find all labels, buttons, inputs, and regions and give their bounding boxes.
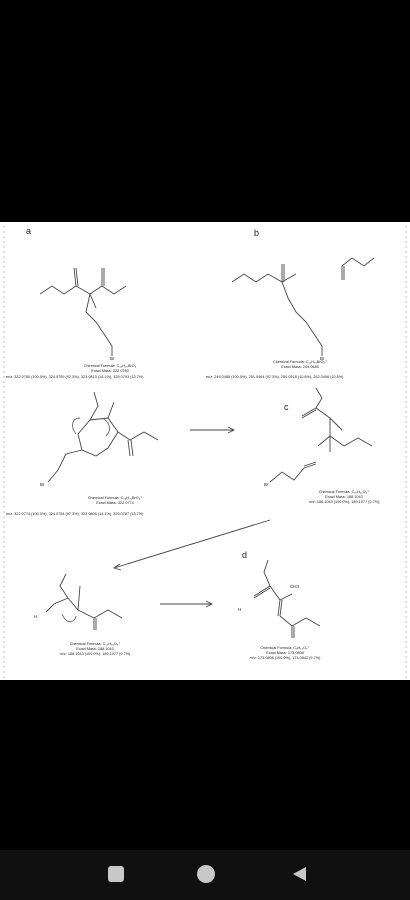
mz-d: m/z: 173.0808 (100.0%), 174.0842 (9.7%): [249, 656, 321, 660]
atom-br-a: Br: [110, 356, 115, 361]
formula-c: Chemical Formula: C₁₀H₁₆O₃⁺: [318, 490, 370, 494]
mass-left-bottom: Exact Mass: 188.1043: [76, 647, 114, 651]
mz-intermediate: m/z: 322.0774 (100.0%), 324.0754 (97.3%)…: [6, 512, 144, 516]
square-icon: [108, 866, 124, 882]
formula-intermediate: Chemical Formula: C₁₄H₂₃BrO₄⁺: [87, 496, 143, 500]
atom-br-intermediate: Br: [40, 482, 45, 487]
formula-left-bottom: Chemical Formula: C₁₀H₁₆O₃⁺: [69, 642, 121, 646]
molecule-c: [269, 387, 373, 483]
panel-label-b: b: [254, 228, 260, 238]
mz-a: m/z: 322.0780 (100.0%), 324.0759 (97.3%)…: [6, 375, 144, 379]
molecule-left-bottom: [45, 573, 123, 630]
info-intermediate: Chemical Formula: C₁₄H₂₃BrO₄⁺ Exact Mass…: [50, 496, 180, 506]
reaction-scheme-sheet: a b c d Br Br Br Br H CH3 H Chemical For…: [0, 222, 410, 680]
reaction-arrow-2: [112, 519, 271, 571]
info-a: Chemical Formula: C₁₅H₂₅BrO₄ Exact Mass:…: [50, 364, 170, 374]
atom-ch3-d: CH3: [290, 584, 300, 589]
formula-b: Chemical Formula: C₁₁H₁₈BrO₂⁺: [272, 360, 328, 364]
mz-b: m/z: 249.0485 (100.0%), 251.0464 (97.3%)…: [206, 375, 344, 379]
mass-c: Exact Mass: 188.1043: [325, 495, 363, 499]
molecule-intermediate: [47, 391, 159, 483]
mass-d: Exact Mass: 173.0808: [266, 651, 304, 655]
panel-label-c: c: [284, 402, 289, 412]
navigation-bar: [0, 850, 410, 900]
circle-icon: [197, 865, 215, 883]
mass-a: Exact Mass: 322.0780: [91, 369, 129, 373]
molecule-d: [253, 559, 321, 638]
mz-left-bottom: m/z: 188.1043 (100.0%), 189.1077 (9.7%): [59, 652, 131, 656]
atom-h-d: H: [238, 607, 242, 612]
mz-c: m/z: 188.1043 (100.0%), 189.1077 (9.7%): [308, 500, 380, 504]
formula-a: Chemical Formula: C₁₅H₂₅BrO₄: [83, 364, 137, 368]
mass-b: Exact Mass: 249.0485: [281, 365, 319, 369]
atom-br-c: Br: [264, 482, 269, 487]
info-left-bottom: Chemical Formula: C₁₀H₁₆O₃⁺ Exact Mass: …: [40, 642, 150, 657]
info-b: Chemical Formula: C₁₁H₁₈BrO₂⁺ Exact Mass…: [240, 360, 360, 370]
info-c: Chemical Formula: C₁₀H₁₆O₃⁺ Exact Mass: …: [290, 490, 398, 505]
triangle-back-icon: [293, 867, 306, 881]
structures-svg: [3, 226, 407, 678]
mass-intermediate: Exact Mass: 322.0774: [96, 501, 134, 505]
atom-br-b: Br: [320, 356, 325, 361]
reaction-arrow-1: [190, 426, 236, 434]
panel-label-a: a: [26, 226, 32, 236]
reaction-arrow-3: [160, 600, 214, 608]
panel-label-d: d: [242, 550, 248, 560]
molecule-b: [231, 257, 375, 356]
formula-d: Chemical Formula: C₉H₁₃O₃⁺: [260, 646, 310, 650]
info-d: Chemical Formula: C₉H₁₃O₃⁺ Exact Mass: 1…: [230, 646, 340, 661]
molecule-a: [39, 267, 127, 356]
atom-h-left-bottom: H: [34, 614, 38, 619]
